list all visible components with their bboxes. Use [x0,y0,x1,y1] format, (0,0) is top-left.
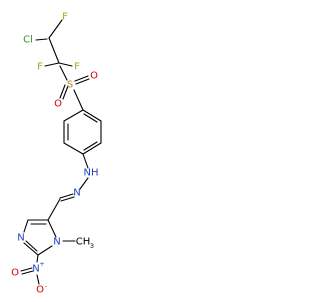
nitro-oxygen-left-label: O [11,268,19,279]
hydrazone-nitrogen-label: N [73,188,80,199]
bonds [20,19,102,285]
bond-nitro-o-left-1 [20,267,33,272]
bond-im-n1-c2 [37,245,53,256]
bond-cl-c1 [35,38,48,41]
fluorine-mid-label: F [74,62,80,73]
bond-benz-3 [82,142,102,155]
bond-c2-f-left [44,62,60,67]
bond-nitro-o-right [36,274,40,285]
nitro-oxygen-right-label: O [36,285,44,296]
ring-nitrogen-label: N [17,233,24,244]
bond-c1-c2 [48,37,60,64]
nitro-nitrogen-charge: + [39,260,44,268]
bond-s-o-right-2 [75,78,90,85]
bond-c2-f-mid [58,62,73,67]
molecule-structure-diagram: Cl F F F S O O NH N N N N + O O - CH 3 [11,12,102,296]
bond-im-c2-n3-1 [23,242,39,256]
bond-benz-4 [63,142,84,155]
bond-im-n3-c4 [23,219,29,233]
bond-s-ring [73,89,84,111]
fluorine-top-label: F [62,12,68,23]
bond-benz-6 [63,109,84,122]
bond-benz-inner-2 [83,141,98,151]
bond-c1-f-top [48,19,63,39]
bond-im-c2-n3-2 [25,240,38,252]
bond-ring-nh [82,153,89,169]
bond-s-o-right-1 [74,75,89,82]
bond-s-o-left-1 [59,84,66,99]
methyl-label: CH [76,237,91,248]
nh-label: NH [84,168,99,179]
bond-ch-c5 [47,198,61,221]
bond-c2-nitro [36,254,39,263]
ring-nitrogen-methyl-label: N [53,237,60,248]
bond-benz-1 [82,109,102,122]
bond-nh-n [79,177,89,190]
bond-benz-inner-1 [83,113,98,123]
bond-c2-s [59,65,68,81]
atom-labels: Cl F F F S O O NH N N N N + O O - CH 3 [11,12,98,296]
bond-n-ch-1 [59,193,74,199]
oxygen-left-label: O [54,99,62,110]
fluorine-left-label: F [37,62,43,73]
bond-im-c5-n1 [47,219,57,238]
methyl-subscript: 3 [90,242,94,250]
oxygen-right-label: O [90,71,98,82]
bond-nitro-o-left-2 [21,270,34,275]
sulfur-label: S [67,80,73,91]
bond-n-ch-2 [60,196,75,202]
nitro-oxygen-charge: - [45,282,48,290]
nitro-nitrogen-label: N [32,264,39,275]
chlorine-label: Cl [23,35,33,46]
bond-s-o-left-2 [62,85,69,100]
